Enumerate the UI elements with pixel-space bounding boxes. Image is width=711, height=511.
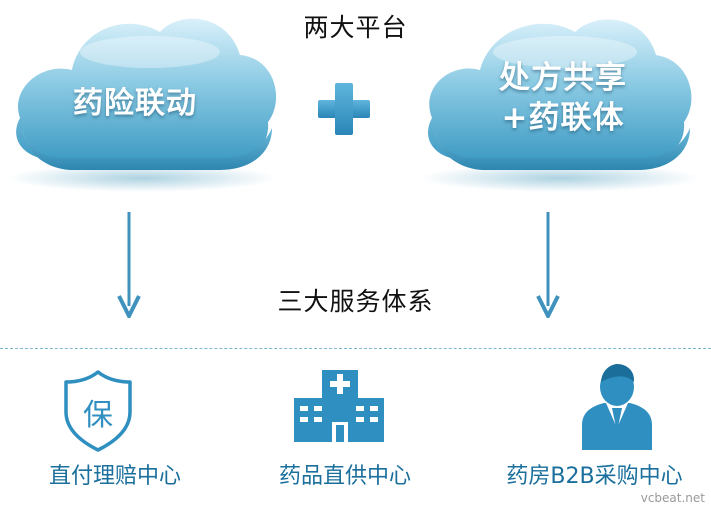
person-icon <box>582 364 652 450</box>
service-label-supply: 药品直供中心 <box>278 464 411 489</box>
plus-icon <box>318 83 370 135</box>
cloud-left-label: 药险联动 <box>73 86 197 121</box>
divider <box>0 348 711 349</box>
services-title: 三大服务体系 <box>277 287 434 316</box>
cloud-right-line2: +药联体 <box>501 100 625 136</box>
service-label-b2b: 药房B2B采购中心 <box>506 464 683 489</box>
shield-icon-text: 保 <box>83 398 113 433</box>
service-label-claims: 直付理赔中心 <box>48 464 181 489</box>
hospital-icon <box>294 370 384 442</box>
cloud-right <box>420 19 700 192</box>
cloud-right-line1: 处方共享 <box>499 60 627 96</box>
watermark: vcbeat.net <box>640 491 705 505</box>
platforms-title: 两大平台 <box>303 13 408 42</box>
shield-icon <box>64 370 132 452</box>
cloud-right-label: 处方共享 +药联体 <box>438 58 688 138</box>
cloud-left <box>7 18 277 192</box>
